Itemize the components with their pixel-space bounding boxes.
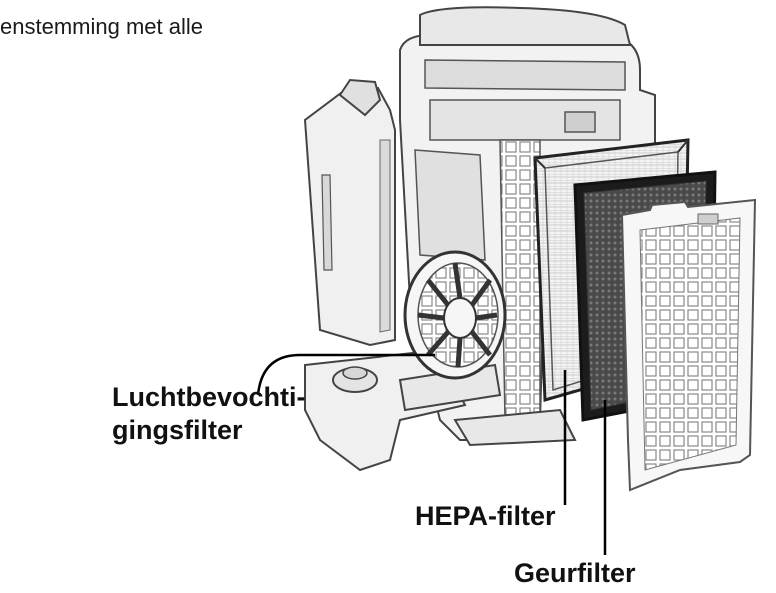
front-grille-panel (620, 198, 757, 492)
water-tank (303, 78, 396, 347)
label-humidifier-filter: Luchtbevochti- gingsfilter (112, 381, 306, 447)
label-hepa-filter: HEPA-filter (415, 501, 556, 531)
truncated-body-text: enstemming met alle (0, 14, 203, 39)
label-humidifier-filter-line1: Luchtbevochti- (112, 382, 306, 412)
label-odor-filter: Geurfilter (514, 558, 636, 588)
humidifier-filter-leader-line (256, 353, 435, 396)
humidifier-filter-wheel (403, 250, 507, 380)
label-humidifier-filter-line2: gingsfilter (112, 415, 243, 445)
